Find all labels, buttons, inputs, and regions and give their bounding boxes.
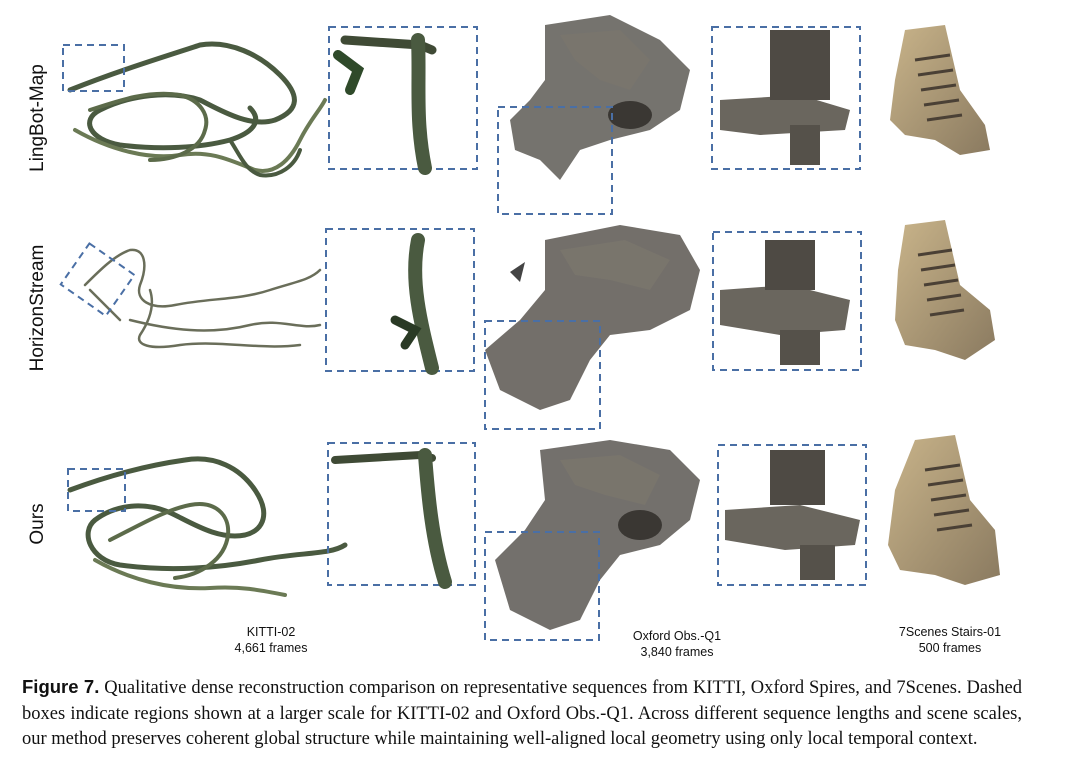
col-label-oxford-name: Oxford Obs.-Q1 <box>632 629 722 643</box>
row-label-ours: Ours <box>27 503 48 545</box>
col-label-kitti-name: KITTI-02 <box>246 625 296 639</box>
caption-figure-label: Figure 7. <box>22 676 100 697</box>
kitti-trajectory-horizonstream <box>83 248 322 349</box>
kitti-trajectory-lingbot <box>67 41 327 178</box>
oxford-zoom-lingbot <box>711 26 861 170</box>
col-label-kitti-frames: 4,661 frames <box>234 641 308 655</box>
oxford-recon-ours <box>484 440 700 641</box>
oxford-zoom-ours <box>717 444 867 586</box>
col-label-oxford: Oxford Obs.-Q1 3,840 frames <box>633 628 721 660</box>
col-label-stairs: 7Scenes Stairs-01 500 frames <box>899 624 1001 656</box>
figure-caption: Figure 7. Qualitative dense reconstructi… <box>22 674 1022 753</box>
caption-text: Qualitative dense reconstruction compari… <box>22 678 1022 749</box>
col-label-stairs-frames: 500 frames <box>918 641 982 655</box>
kitti-trajectory-ours <box>67 456 348 597</box>
kitti-zoom-box-overview-ours <box>67 468 126 512</box>
stairs-recon-ours <box>888 435 1000 585</box>
oxford-recon-lingbot <box>497 15 690 215</box>
oxford-zoom-horizonstream <box>712 231 862 371</box>
row-label-horizonstream: HorizonStream <box>27 244 48 372</box>
kitti-zoom-box-overview-lingbot <box>62 44 125 92</box>
col-label-stairs-name: 7Scenes Stairs-01 <box>898 625 1002 639</box>
oxford-recon-horizonstream <box>484 225 700 430</box>
kitti-zoom-lingbot <box>328 26 478 175</box>
row-label-lingbot: LingBot-Map <box>27 64 48 172</box>
col-label-kitti: KITTI-02 4,661 frames <box>235 624 308 656</box>
reconstruction-grid <box>59 15 1000 641</box>
kitti-zoom-box-overview-horizonstream <box>59 242 136 318</box>
kitti-zoom-ours <box>327 442 476 589</box>
stairs-recon-horizonstream <box>895 220 995 360</box>
figure-panel: LingBot-Map HorizonStream Ours KITTI-02 … <box>27 15 1001 660</box>
kitti-zoom-horizonstream <box>325 228 475 375</box>
stairs-recon-lingbot <box>890 25 990 155</box>
col-label-oxford-frames: 3,840 frames <box>640 645 714 659</box>
